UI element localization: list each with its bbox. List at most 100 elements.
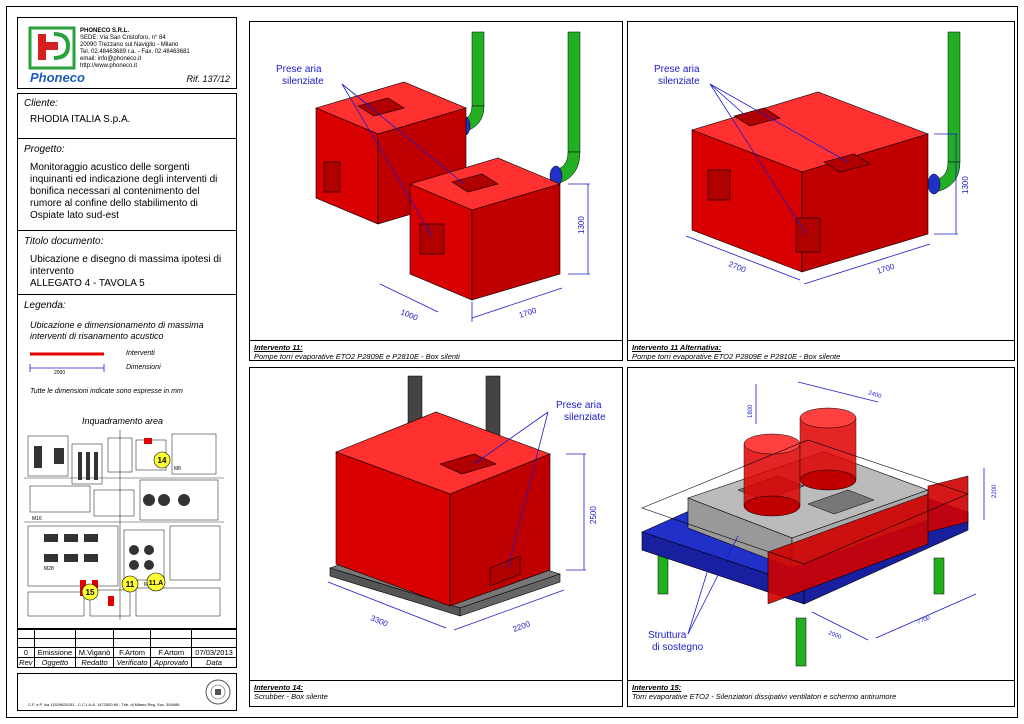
client-value: RHODIA ITALIA S.p.A. — [30, 114, 131, 125]
company-name: PHONECO S.R.L. — [80, 28, 130, 34]
doc-title-line2: ALLEGATO 4 - TAVOLA 5 — [30, 278, 145, 289]
rev-cell: Emissione — [33, 647, 77, 658]
revision-row: 0 Emissione M.Viganò F.Artom F.Artom 07/… — [17, 647, 237, 658]
silencer-cylinder — [743, 433, 801, 517]
rev-cell: 0 — [17, 647, 35, 658]
svg-text:14: 14 — [158, 456, 167, 465]
dim-label: 2400 — [867, 390, 882, 400]
doc-title-label: Titolo documento: — [24, 236, 104, 247]
company-address2: 20090 Trezzano sul Naviglio - Milano — [80, 42, 179, 48]
logo-text: Phoneco — [30, 70, 85, 85]
drawing-intervento-14: Prese aria silenziate 3300 2200 2500 — [327, 375, 606, 634]
phoneco-logo — [28, 26, 76, 70]
dim-label: 2000 — [827, 630, 842, 641]
legend-dim-value: 2000 — [54, 370, 66, 376]
legend-label: Legenda: — [24, 300, 66, 311]
map-label: M8 — [174, 466, 181, 472]
revision-header: Rev Oggetto Redatto Verificato Approvato… — [17, 657, 237, 668]
drawing-sheet: Phoneco PHONECO S.R.L. SEDE: Via San Cri… — [6, 6, 1018, 718]
panel-caption: Intervento 11 Alternativa: Pompe torri e… — [628, 340, 1014, 363]
map-label: M28 — [44, 566, 54, 572]
caption-desc: Scrubber - Box silente — [254, 692, 328, 701]
site-map: M16 M28 M53 M8 14 11 11.A 15 — [24, 430, 224, 620]
divider — [18, 294, 236, 295]
divider — [18, 138, 236, 139]
dim-label: 2200 — [512, 619, 532, 634]
company-phone: Tel. 02.48463689 r.a. - Fax. 02.48463681 — [80, 49, 190, 55]
footer-text: C.F. e P. Iva 11529620151 - C.C.I.A.A. 1… — [28, 702, 180, 707]
legend-desc: Ubicazione e dimensionamento di massima … — [30, 320, 204, 341]
reference-number: Rif. 137/12 — [186, 74, 230, 84]
caption-desc: Torri evaporative ETO2 - Silenziatori di… — [632, 692, 897, 701]
callout-label: Struttura — [648, 630, 687, 641]
dim-label: 1700 — [518, 306, 538, 320]
area-title: Inquadramento area — [82, 416, 164, 426]
dim-label: 7700 — [917, 615, 932, 626]
callout-label: silenziate — [658, 76, 700, 87]
callout-label: Prese aria — [276, 64, 322, 75]
panel-intervento-14: Prese aria silenziate 3300 2200 2500 Int… — [249, 367, 623, 707]
footer-box: C.F. e P. Iva 11529620151 - C.C.I.A.A. 1… — [17, 673, 237, 711]
revision-table: 0 Emissione M.Viganò F.Artom F.Artom 07/… — [17, 629, 237, 671]
dim-label: 1300 — [577, 216, 586, 234]
dim-label: 1800 — [748, 404, 754, 418]
dim-label: 1700 — [876, 262, 896, 276]
caption-title: Intervento 11: — [254, 343, 303, 352]
company-web: http://www.phoneco.it — [80, 63, 138, 69]
dim-label: 3300 — [369, 614, 389, 629]
rev-cell: F.Artom — [150, 647, 193, 658]
svg-text:11.A: 11.A — [149, 580, 163, 587]
dim-label: 1300 — [961, 176, 970, 194]
project-label: Progetto: — [24, 144, 65, 155]
map-marker-11a: 11.A — [146, 572, 166, 592]
callout-label: Prese aria — [556, 400, 602, 411]
panel-caption: Intervento 14: Scrubber - Box silente — [250, 680, 622, 703]
callout-label: Prese aria — [654, 64, 700, 75]
callout-label: silenziate — [282, 76, 324, 87]
panel-intervento-15: Struttura di sostegno 2400 1800 2000 770… — [627, 367, 1015, 707]
panel-intervento-11: Prese aria silenziate 1000 1700 1300 Int… — [249, 21, 623, 361]
panel-intervento-11-alt: Prese aria silenziate 2700 1700 1300 Int… — [627, 21, 1015, 361]
drawing-intervento-15: Struttura di sostegno 2400 1800 2000 770… — [641, 381, 998, 667]
dim-label: 2500 — [589, 506, 598, 524]
certification-seal — [205, 679, 231, 705]
map-label: M16 — [32, 516, 42, 522]
callout-label: silenziate — [564, 412, 606, 423]
svg-text:15: 15 — [86, 588, 95, 597]
rev-header: Rev — [17, 657, 35, 668]
caption-title: Intervento 15: — [632, 683, 682, 692]
caption-desc: Pompe torri evaporative ETO2 P2809E e P2… — [254, 352, 460, 361]
rev-cell: F.Artom — [112, 647, 152, 658]
info-block: Cliente: RHODIA ITALIA S.p.A. Progetto: … — [17, 93, 237, 629]
company-email: email: info@phoneco.it — [80, 56, 142, 62]
rev-header: Approvato — [150, 657, 193, 668]
map-marker-14: 14 — [153, 451, 171, 469]
rev-header: Verificato — [112, 657, 152, 668]
caption-title: Intervento 11 Alternativa: — [632, 343, 722, 352]
map-marker-11: 11 — [121, 575, 139, 593]
map-marker-15: 15 — [81, 583, 99, 601]
panel-caption: Intervento 15: Torri evaporative ETO2 - … — [628, 680, 1014, 703]
dim-label: 2700 — [727, 260, 747, 275]
drawing-intervento-11-alt: Prese aria silenziate 2700 1700 1300 — [654, 31, 970, 285]
legend-interventi: Interventi — [126, 350, 155, 357]
legend-symbols — [29, 352, 105, 372]
company-header: Phoneco PHONECO S.R.L. SEDE: Via San Cri… — [17, 17, 237, 89]
dim-label: 2200 — [992, 484, 998, 498]
legend-note: Tutte le dimensioni indicate sono espres… — [30, 388, 183, 395]
rev-header: Oggetto — [33, 657, 77, 668]
divider — [18, 230, 236, 231]
doc-title-line1: Ubicazione e disegno di massima ipotesi … — [30, 254, 222, 277]
rev-header: Redatto — [75, 657, 114, 668]
silencer-cylinder — [799, 407, 857, 491]
rev-header: Data — [191, 657, 237, 668]
company-address1: SEDE: Via San Cristoforo, n° 84 — [80, 35, 166, 41]
legend-dimensioni: Dimensioni — [126, 364, 161, 371]
client-label: Cliente: — [24, 98, 58, 109]
panel-caption: Intervento 11: Pompe torri evaporative E… — [250, 340, 622, 363]
project-value: Monitoraggio acustico delle sorgenti inq… — [30, 162, 218, 221]
drawing-intervento-11: Prese aria silenziate 1000 1700 1300 — [276, 31, 590, 323]
caption-title: Intervento 14: — [254, 683, 304, 692]
rev-cell: M.Viganò — [75, 647, 114, 658]
dim-label: 1000 — [399, 308, 419, 323]
